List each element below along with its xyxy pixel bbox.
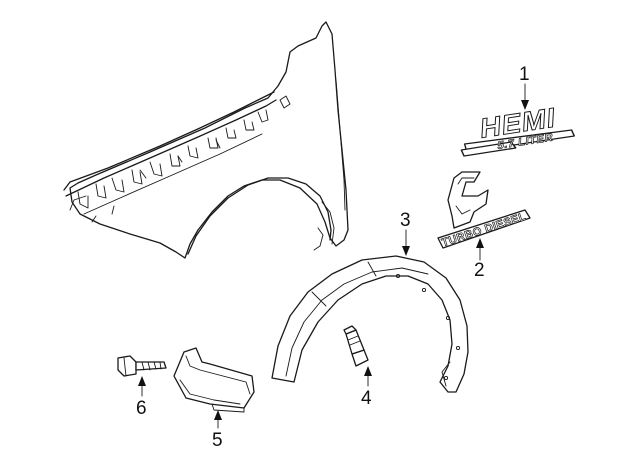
callout-number-6: 6: [136, 398, 147, 419]
callout-1: 1: [519, 64, 530, 110]
callout-5: 5: [212, 410, 223, 451]
callout-6: 6: [136, 376, 147, 419]
callout-3: 3: [400, 210, 411, 256]
front-fender: [63, 21, 349, 259]
callout-4: 4: [361, 366, 372, 409]
callout-number-1: 1: [519, 64, 530, 85]
wheel-flare: [271, 255, 469, 393]
splash-guard: [173, 347, 255, 413]
splash-guard-bolt: [117, 355, 167, 377]
callout-number-3: 3: [400, 210, 411, 231]
callout-2: 2: [474, 238, 485, 281]
hemi-emblem: HEMI 5.7 LITER: [460, 101, 575, 157]
callout-number-4: 4: [361, 388, 372, 409]
turbo-diesel-emblem: TURBO DIESEL: [437, 171, 531, 250]
callout-number-5: 5: [212, 430, 223, 451]
callout-number-2: 2: [474, 260, 485, 281]
flare-screw: [343, 325, 369, 367]
